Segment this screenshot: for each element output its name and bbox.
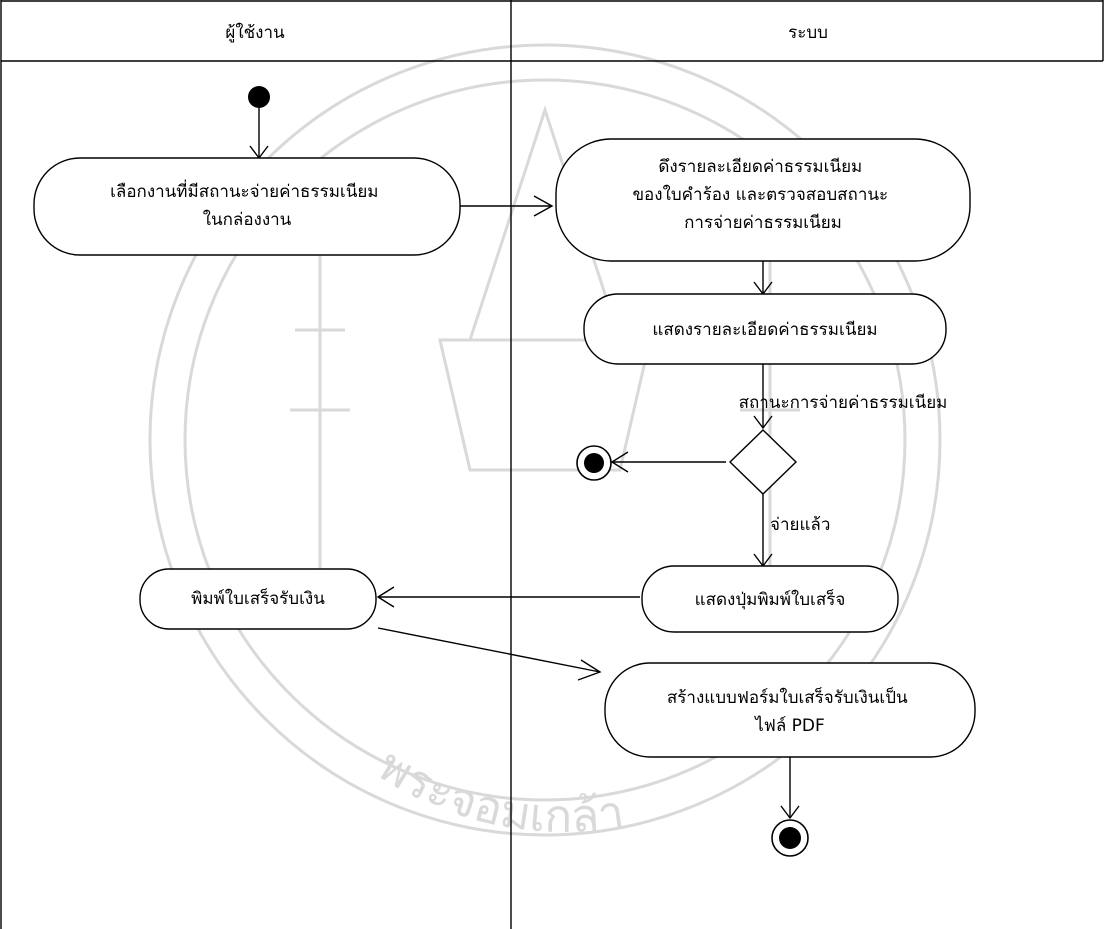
action-fetch-details: ดึงรายละเอียดค่าธรรมเนียม ของใบคำร้อง แล… — [555, 138, 971, 262]
watermark-text: พระจอมเกล้า — [369, 738, 627, 844]
action-create-pdf: สร้างแบบฟอร์มใบเสร็จรับเงินเป็น ไฟล์ PDF — [604, 662, 976, 758]
decision-node — [728, 429, 798, 495]
action-fetch-details-label: ดึงรายละเอียดค่าธรรมเนียม ของใบคำร้อง แล… — [632, 157, 893, 233]
svg-text:พระจอมเกล้า: พระจอมเกล้า — [369, 738, 627, 844]
paid-guard-label: จ่ายแล้ว — [770, 515, 830, 535]
final-node-end — [771, 819, 809, 857]
action-show-print-button-label: แสดงปุ่มพิมพ์ใบเสร็จ — [695, 588, 846, 610]
action-select-task-label: เลือกงานที่มีสถานะจ่ายค่าธรรมเนียม ในกล่… — [110, 179, 384, 230]
action-create-pdf-label: สร้างแบบฟอร์มใบเสร็จรับเงินเป็น ไฟล์ PDF — [667, 686, 913, 736]
action-show-details-label: แสดงรายละเอียดค่าธรรมเนียม — [652, 320, 877, 340]
action-show-details: แสดงรายละเอียดค่าธรรมเนียม — [583, 293, 947, 365]
action-print-receipt-label: พิมพ์ใบเสร็จรับเงิน — [191, 587, 325, 609]
action-show-print-button: แสดงปุ่มพิมพ์ใบเสร็จ — [641, 565, 899, 633]
action-select-task: เลือกงานที่มีสถานะจ่ายค่าธรรมเนียม ในกล่… — [33, 157, 461, 256]
initial-node — [248, 86, 270, 108]
lane-title-user: ผู้ใช้งาน — [225, 22, 285, 43]
control-flows — [249, 108, 800, 820]
decision-guard-label: สถานะการจ่ายค่าธรรมเนียม — [739, 393, 948, 413]
final-node-unpaid — [576, 445, 612, 481]
lane-title-system: ระบบ — [788, 23, 828, 43]
action-print-receipt: พิมพ์ใบเสร็จรับเงิน — [139, 568, 377, 630]
